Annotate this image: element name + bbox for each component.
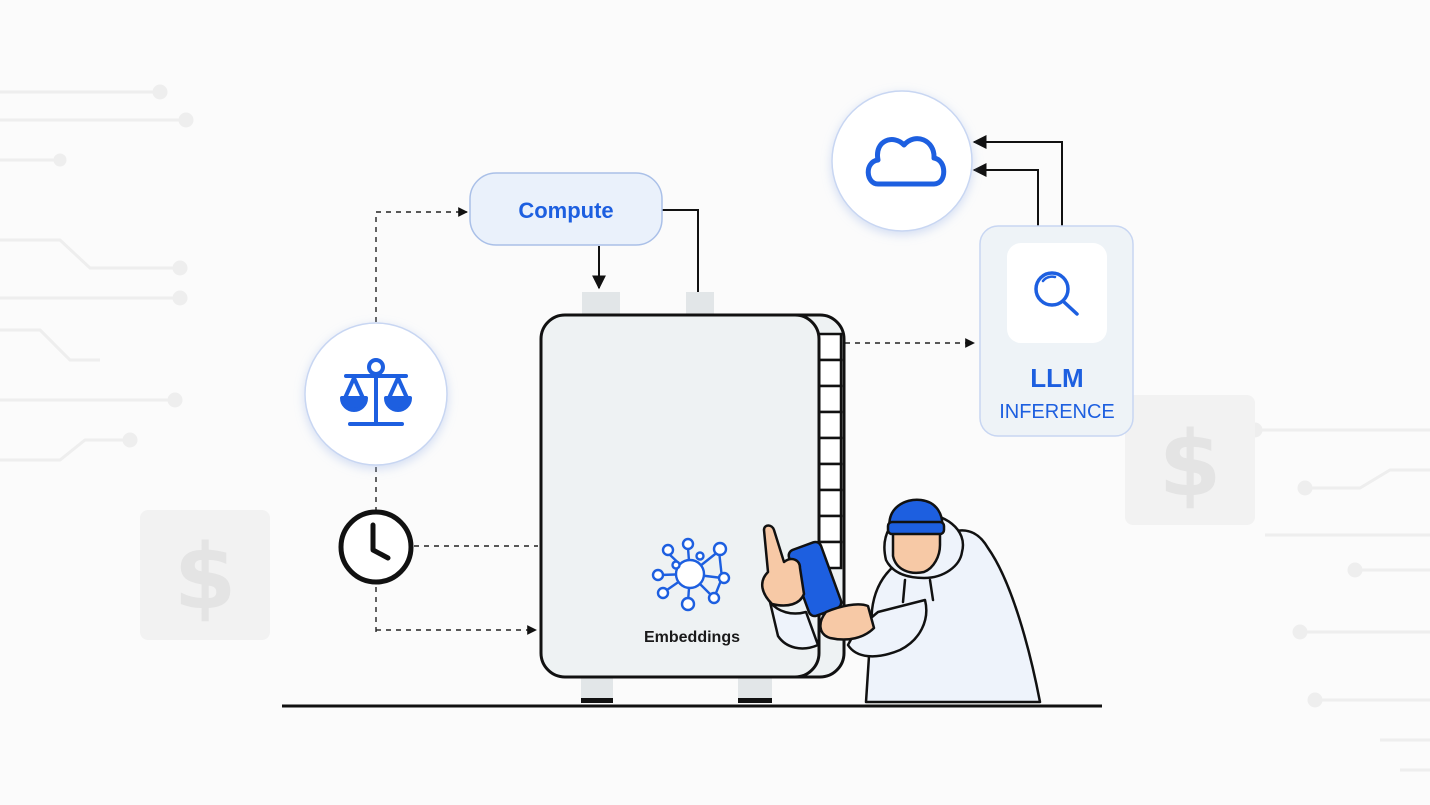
clock-icon xyxy=(338,509,414,585)
embeddings-label: Embeddings xyxy=(644,629,740,646)
dollar-tile-right: $ xyxy=(1125,395,1255,525)
llm-subtitle: INFERENCE xyxy=(999,401,1115,423)
cloud-icon xyxy=(865,136,947,187)
balance-scale-icon xyxy=(340,358,412,426)
llm-title: LLM xyxy=(1030,363,1083,393)
circuit-background xyxy=(0,84,1430,772)
dollar-sign-icon: $ xyxy=(174,525,237,630)
server-grille xyxy=(815,332,843,570)
network-nodes-icon xyxy=(651,537,731,612)
dollar-tile-left: $ xyxy=(140,510,270,640)
compute-label: Compute xyxy=(518,198,613,223)
balance-node xyxy=(304,322,448,466)
llm-inference-node: LLM INFERENCE xyxy=(979,225,1134,437)
person-illustration xyxy=(760,498,1042,704)
compute-connectors xyxy=(592,209,699,292)
dollar-sign-icon: $ xyxy=(1159,412,1222,517)
dashed-connectors xyxy=(375,207,975,635)
cloud-connectors xyxy=(972,135,1063,226)
search-icon xyxy=(1034,271,1079,316)
compute-node: Compute xyxy=(469,172,663,246)
cloud-node xyxy=(831,90,973,232)
